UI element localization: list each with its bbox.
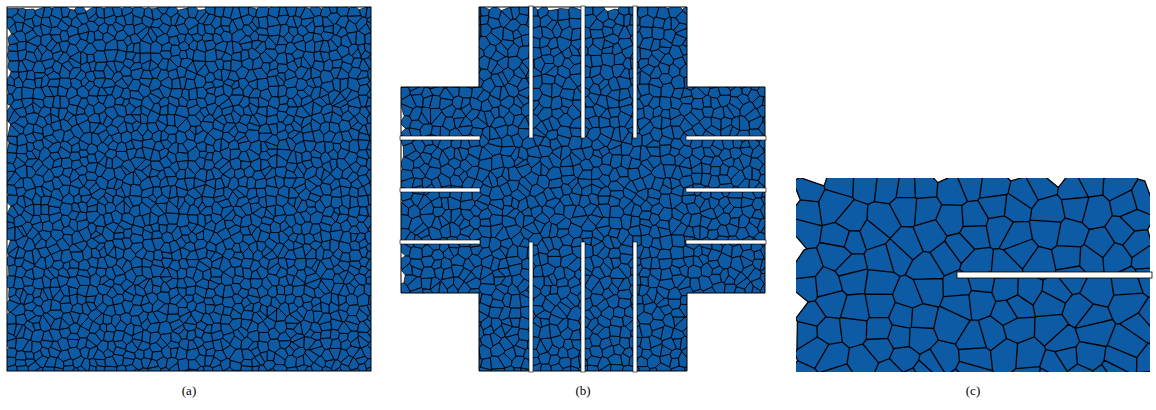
panel-label: (b) <box>575 383 590 399</box>
voronoi-mesh <box>796 178 1150 372</box>
slits <box>400 6 766 372</box>
panel-label: (c) <box>966 383 980 399</box>
voronoi-mesh <box>7 7 371 371</box>
mesh-border <box>7 7 371 371</box>
voronoi-mesh <box>393 2 775 381</box>
voronoi-cells <box>393 2 775 381</box>
voronoi-cells <box>7 7 371 371</box>
mesh-border <box>401 7 765 371</box>
crack <box>957 272 1152 278</box>
panel-label: (a) <box>182 383 196 399</box>
voronoi-cells <box>796 178 1150 372</box>
